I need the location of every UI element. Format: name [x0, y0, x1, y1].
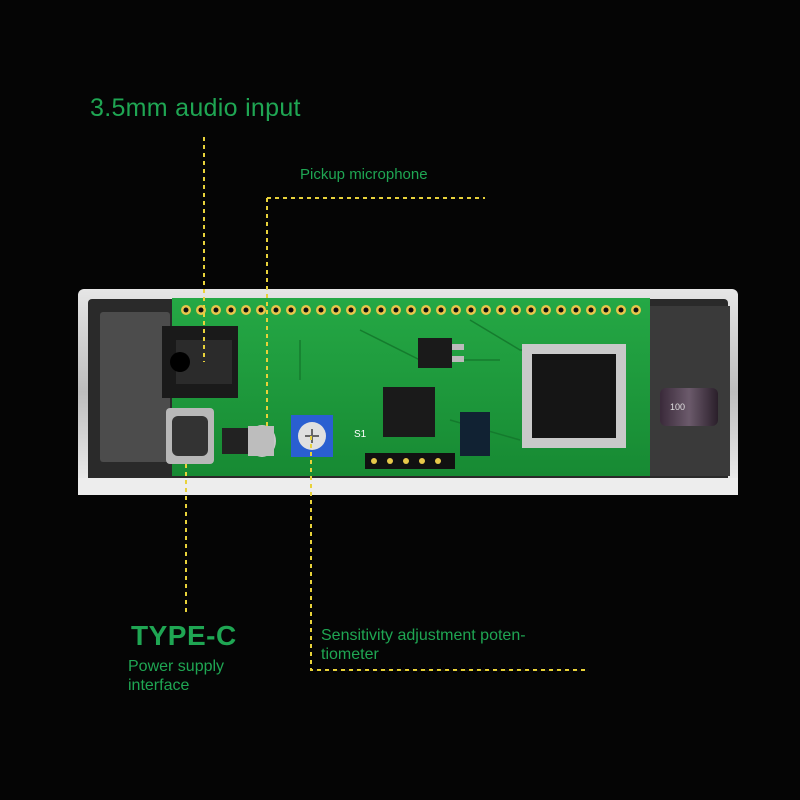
pin-hole-center [483, 307, 489, 313]
audio-jack [162, 326, 238, 398]
pin-hole-center [543, 307, 549, 313]
pin-hole-center [603, 307, 609, 313]
pin-hole-center [318, 307, 324, 313]
type-c-port [166, 408, 214, 464]
jumper-block [460, 412, 490, 456]
label-type-c: TYPE-C [131, 620, 237, 651]
pin-hole-center [213, 307, 219, 313]
pin-hole-center [378, 307, 384, 313]
label-sensitivity: Sensitivity adjustment poten- tiometer [321, 627, 526, 663]
pin-hole-center [423, 307, 429, 313]
pin-hole-center [438, 307, 444, 313]
pin-hole-center [633, 307, 639, 313]
pin-hole-center [243, 307, 249, 313]
pin-hole-center [513, 307, 519, 313]
pin-hole-center [573, 307, 579, 313]
pin-hole-center [558, 307, 564, 313]
pin-hole-center [468, 307, 474, 313]
main-mcu [522, 344, 626, 448]
pin-hole-center [393, 307, 399, 313]
header-pins [181, 305, 641, 315]
pin-hole-center [228, 307, 234, 313]
pin-hole-center [498, 307, 504, 313]
pin-hole-center [453, 307, 459, 313]
electrolytic-capacitor: 100 [660, 388, 718, 426]
small-ic [383, 387, 435, 437]
leader-lines [185, 137, 585, 671]
switch-marking: S1 [354, 429, 367, 440]
pin-hole-center [363, 307, 369, 313]
pin-hole-center [588, 307, 594, 313]
pin-hole-center [198, 307, 204, 313]
capacitor-marking: 100 [670, 402, 685, 412]
pin-hole-center [183, 307, 189, 313]
label-audio-input: 3.5mm audio input [90, 94, 301, 122]
pin-hole-center [303, 307, 309, 313]
pin-hole-center [618, 307, 624, 313]
header-row [365, 453, 455, 469]
regulator-ic [418, 338, 464, 368]
leader-mic [266, 197, 485, 430]
pin-hole-center [333, 307, 339, 313]
pin-hole-center [288, 307, 294, 313]
pin-hole-center [258, 307, 264, 313]
pin-hole-center [273, 307, 279, 313]
leader-sensitivity [310, 436, 585, 671]
pin-hole-center [528, 307, 534, 313]
label-pickup-microphone: Pickup microphone [300, 166, 428, 183]
pickup-microphone-part [222, 425, 276, 457]
pin-hole-center [408, 307, 414, 313]
label-power-supply: Power supply interface [128, 658, 225, 694]
pin-hole-center [348, 307, 354, 313]
